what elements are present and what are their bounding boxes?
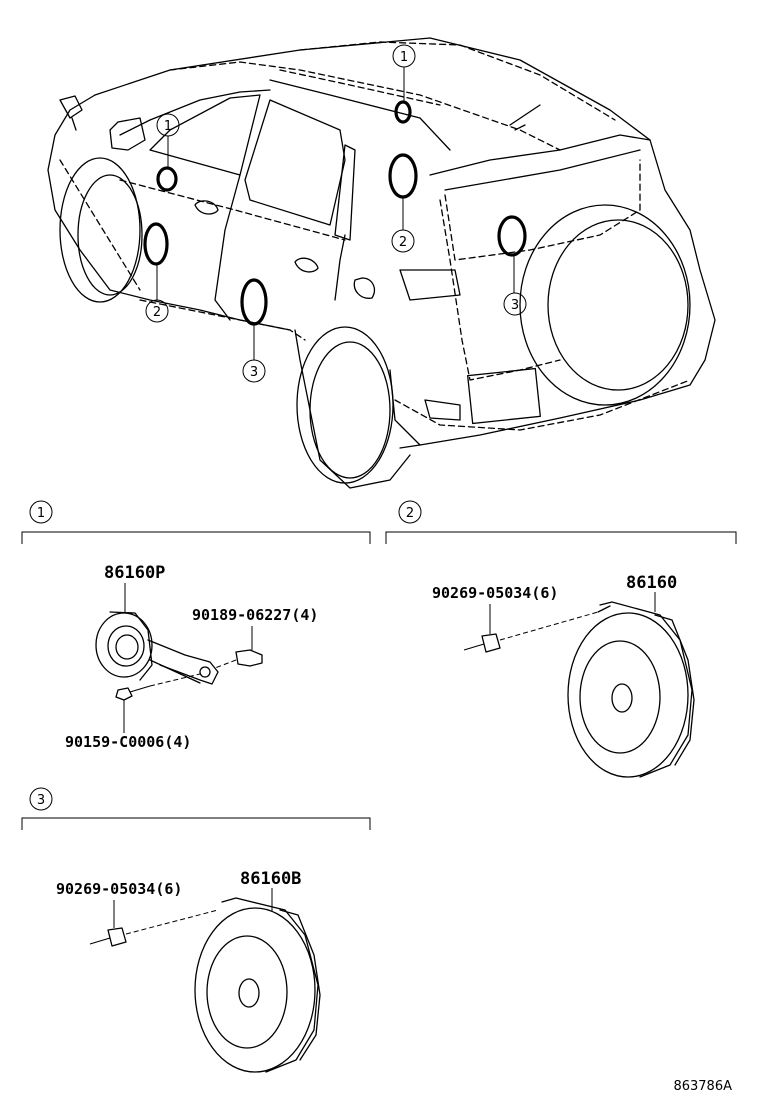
- part-86160B-label: 86160B: [240, 869, 301, 889]
- svg-text:1: 1: [400, 50, 408, 65]
- svg-text:2: 2: [153, 305, 161, 320]
- part-90159-C0006-label: 90159-C0006(4): [65, 733, 191, 751]
- part-86160-label: 86160: [626, 573, 677, 593]
- part-90269-05034-label-s3: 90269-05034(6): [56, 880, 182, 898]
- callout-pillar-speaker: 2: [391, 229, 415, 253]
- speaker-ring-roof-tweeter: [394, 100, 412, 124]
- svg-text:3: 3: [250, 365, 258, 380]
- speaker-ring-front-door: [143, 222, 169, 266]
- part-90189-06227-label: 90189-06227(4): [192, 606, 318, 624]
- speaker-86160: [567, 601, 695, 778]
- speaker-ring-pillar: [388, 153, 418, 199]
- speaker-ring-rear-door: [240, 278, 268, 326]
- vehicle-illustration: [47, 37, 716, 489]
- diagram-reference-number: 863786A: [673, 1079, 732, 1094]
- part-90269-05034-label-s2: 90269-05034(6): [432, 584, 558, 602]
- svg-text:2: 2: [399, 235, 407, 250]
- speaker-ring-front-door-tweeter: [156, 166, 178, 192]
- tweeter-86160P: [95, 611, 219, 685]
- section-1-number: 1: [37, 506, 45, 521]
- screw-90159-C0006: [115, 673, 201, 701]
- screw-90269-05034-s3: [89, 909, 219, 947]
- svg-text:1: 1: [164, 119, 172, 134]
- callout-front-door-speaker: 2: [145, 299, 169, 323]
- callout-rear-door-speaker: 3: [242, 359, 266, 383]
- speaker-ring-hatch: [497, 215, 527, 257]
- speaker-86160B: [194, 897, 321, 1073]
- screw-90269-05034-s2: [463, 611, 599, 653]
- section-2-number: 2: [406, 506, 414, 521]
- svg-text:3: 3: [511, 298, 519, 313]
- section-1: 1 86160P 90189-06227(4) 90159-C0006(4): [21, 500, 371, 751]
- clip-90189-06227: [214, 649, 263, 669]
- callout-hatch-speaker: 3: [503, 292, 527, 316]
- callout-roof-tweeter: 1: [392, 44, 416, 68]
- section-3-number: 3: [37, 793, 45, 808]
- callout-front-tweeter: 1: [156, 113, 180, 137]
- section-3: 3 90269-05034(6) 86160B: [21, 787, 371, 1073]
- section-2: 2 90269-05034(6) 86160: [385, 500, 737, 778]
- part-86160P-label: 86160P: [104, 563, 165, 583]
